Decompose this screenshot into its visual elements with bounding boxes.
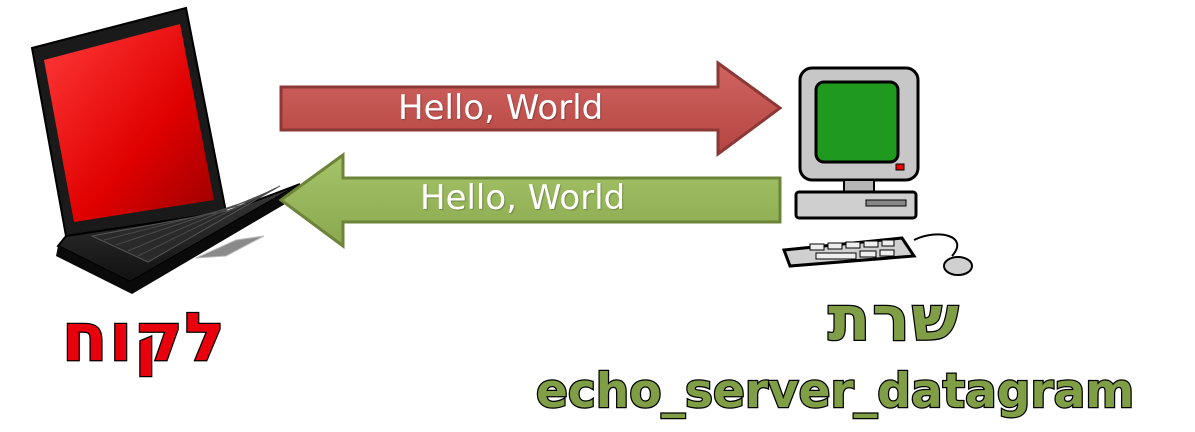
laptop-icon [30,6,302,294]
server-name: echo_server_datagram [535,364,1136,419]
desktop-computer-icon [781,66,973,276]
response-arrow-label: Hello, World [420,178,626,218]
response-arrow [278,152,782,249]
client-label: לקוח [61,299,227,376]
request-arrow [279,60,783,157]
server-label: שרת [827,282,961,355]
request-arrow-label: Hello, World [398,88,604,128]
